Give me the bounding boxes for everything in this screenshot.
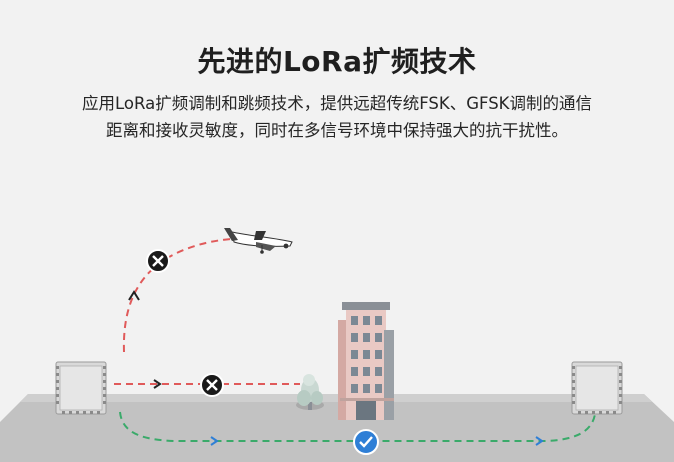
description-line-2: 距离和接收灵敏度，同时在多信号环境中保持强大的抗干扰性。 (106, 121, 568, 140)
lora-arrow-icon (210, 436, 219, 446)
feature-description: 应用LoRa扩频调制和跳频技术，提供远超传统FSK、GFSK调制的通信 距离和接… (22, 90, 652, 144)
lora-module-icon (571, 361, 623, 415)
tree-icon (296, 374, 324, 410)
airplane-icon (224, 228, 293, 254)
arc-arrow-icon (128, 290, 140, 301)
building-icon (338, 302, 394, 420)
page-title: 先进的LoRa扩频技术 (197, 45, 477, 78)
ground-plane (0, 394, 674, 462)
x-icon (200, 373, 224, 397)
ground-top (20, 394, 652, 402)
direct-arrow-icon (153, 379, 162, 389)
x-icon (146, 249, 170, 273)
description-line-1: 应用LoRa扩频调制和跳频技术，提供远超传统FSK、GFSK调制的通信 (82, 94, 592, 113)
lora-arrow-icon (535, 436, 544, 446)
lora-module-icon (55, 361, 107, 415)
check-icon (353, 429, 379, 455)
